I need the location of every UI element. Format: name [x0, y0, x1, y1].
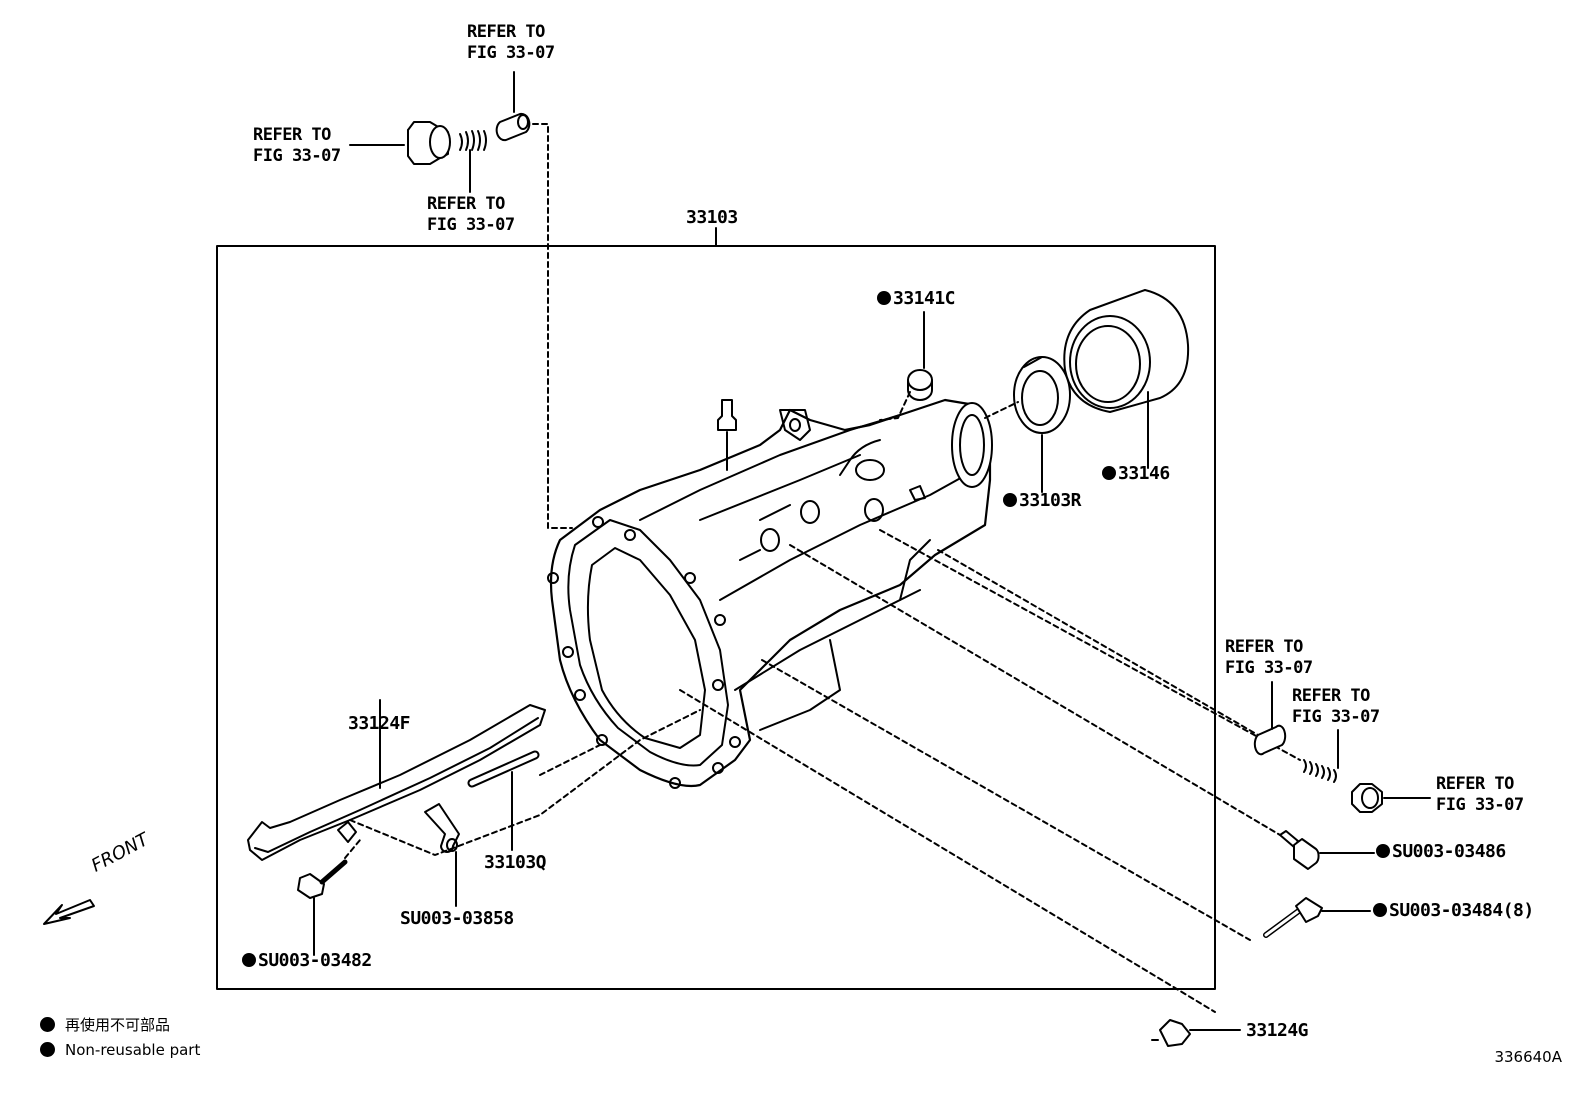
extension-cover-33146 [1063, 289, 1190, 469]
clip-33124G [1151, 1019, 1241, 1047]
drain-plug-top [349, 121, 451, 165]
label-main-part: 33103 [686, 207, 738, 228]
label-33146: 33146 [1102, 463, 1170, 484]
transmission-case [547, 398, 993, 789]
breather-plug [717, 399, 737, 471]
spring-top [459, 130, 487, 193]
label-su003-03482: SU003-03482 [242, 950, 372, 971]
oil-seal-33141C [879, 311, 933, 421]
lever-33124F [247, 699, 546, 861]
label-su003-03484: SU003-03484(8) [1373, 900, 1534, 921]
legend-english: Non-reusable part [40, 1040, 200, 1060]
spring-right [1303, 729, 1339, 783]
legend-japanese: 再使用不可部品 [40, 1015, 170, 1035]
label-33141C: 33141C [877, 288, 956, 309]
pin-33103Q [467, 750, 540, 851]
detent-ball-right [1253, 681, 1287, 756]
plug-right [1351, 783, 1431, 813]
bolt-su003-03482 [297, 859, 348, 956]
label-33103Q: 33103Q [484, 852, 547, 873]
front-arrow [43, 899, 95, 925]
detent-ball-top [495, 71, 531, 142]
illustration-code: 336640A [1494, 1048, 1562, 1066]
label-33124F: 33124F [348, 713, 411, 734]
bracket-su003-03858 [424, 803, 460, 907]
bolt-su003-03486 [1279, 830, 1375, 870]
bolt-su003-03484 [1263, 897, 1371, 938]
label-su003-03486: SU003-03486 [1376, 841, 1506, 862]
label-su003-03858: SU003-03858 [400, 908, 514, 929]
label-33103R: 33103R [1003, 490, 1082, 511]
label-33124G: 33124G [1246, 1020, 1309, 1041]
